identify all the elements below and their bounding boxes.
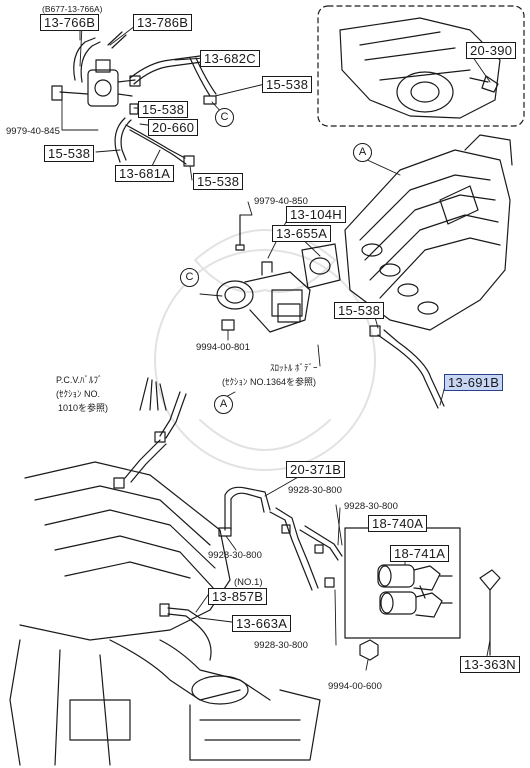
callout-13-766b[interactable]: 13-766B: [40, 14, 100, 31]
part-9994-00-600: 9994-00-600: [328, 681, 382, 692]
transmission-drawing: [339, 17, 501, 119]
part-9928-30-800-c: 9928-30-800: [208, 550, 262, 561]
part-9994-00-801: 9994-00-801: [196, 342, 250, 353]
callout-13-786b[interactable]: 13-786B: [133, 14, 193, 31]
callout-20-660[interactable]: 20-660: [148, 119, 199, 136]
hose-13-857b-drawing: [159, 603, 212, 661]
part-9979-40-850: 9979-40-850: [254, 196, 308, 207]
part-9928-30-800-d: 9928-30-800: [254, 640, 308, 651]
leader-lines: [61, 25, 491, 671]
intake-manifold-drawing: [344, 134, 513, 331]
hose-13-691b: [377, 334, 439, 409]
callout-18-741a[interactable]: 18-741A: [390, 545, 450, 562]
nut-9994-00-600: [359, 639, 379, 661]
callout-13-681a[interactable]: 13-681A: [115, 165, 175, 182]
header-code: (B677-13-766A): [42, 4, 103, 14]
callout-15-538-e[interactable]: 15-538: [334, 302, 385, 319]
vacuum-tubes-drawing: [218, 486, 343, 591]
note-pcv-1: P.C.V.ﾊﾞﾙﾌﾞ: [56, 375, 103, 385]
engine-block-drawing: [9, 461, 321, 766]
callout-20-371b[interactable]: 20-371B: [286, 461, 346, 478]
note-throttle-body-1: ｽﾛｯﾄﾙ ﾎﾞﾃﾞｰ: [270, 363, 318, 373]
callout-15-538-c[interactable]: 15-538: [44, 145, 95, 162]
label-no1: (NO.1): [234, 577, 263, 588]
part-9928-30-800-a: 9928-30-800: [288, 485, 342, 496]
callout-13-691b[interactable]: 13-691B: [444, 374, 504, 391]
ref-circle-c-top: C: [215, 108, 234, 127]
callout-13-363n[interactable]: 13-363N: [460, 656, 520, 673]
watermark-emblem: [154, 229, 376, 471]
note-pcv-3: 1010を参照): [58, 403, 109, 413]
sensor-drawing: [479, 569, 501, 656]
throttle-body-drawing: [216, 214, 341, 333]
pcv-hoses-drawing: [113, 377, 187, 489]
callout-20-390[interactable]: 20-390: [466, 42, 517, 59]
callout-18-740a[interactable]: 18-740A: [368, 515, 428, 532]
ref-circle-a-manifold: A: [353, 143, 372, 162]
ref-circle-a-pcv: A: [214, 395, 233, 414]
callout-13-663a[interactable]: 13-663A: [232, 615, 292, 632]
ref-circle-c-throttle: C: [180, 268, 199, 287]
callout-15-538-a[interactable]: 15-538: [262, 76, 313, 93]
callout-13-655a[interactable]: 13-655A: [272, 225, 332, 242]
part-9928-30-800-b: 9928-30-800: [344, 501, 398, 512]
part-9979-40-845: 9979-40-845: [6, 126, 60, 137]
air-valve-assembly: [51, 31, 217, 167]
note-throttle-body-2: (ｾｸｼｮﾝ NO.1364を参照): [222, 377, 317, 387]
solenoid-valves-drawing: [377, 564, 453, 618]
callout-15-538-b[interactable]: 15-538: [138, 101, 189, 118]
note-pcv-2: (ｾｸｼｮﾝ NO.: [56, 389, 100, 399]
callout-13-857b[interactable]: 13-857B: [208, 588, 268, 605]
callout-13-104h[interactable]: 13-104H: [286, 206, 346, 223]
callout-13-682c[interactable]: 13-682C: [200, 50, 260, 67]
callout-15-538-d[interactable]: 15-538: [193, 173, 244, 190]
inset-frame: [317, 5, 525, 127]
